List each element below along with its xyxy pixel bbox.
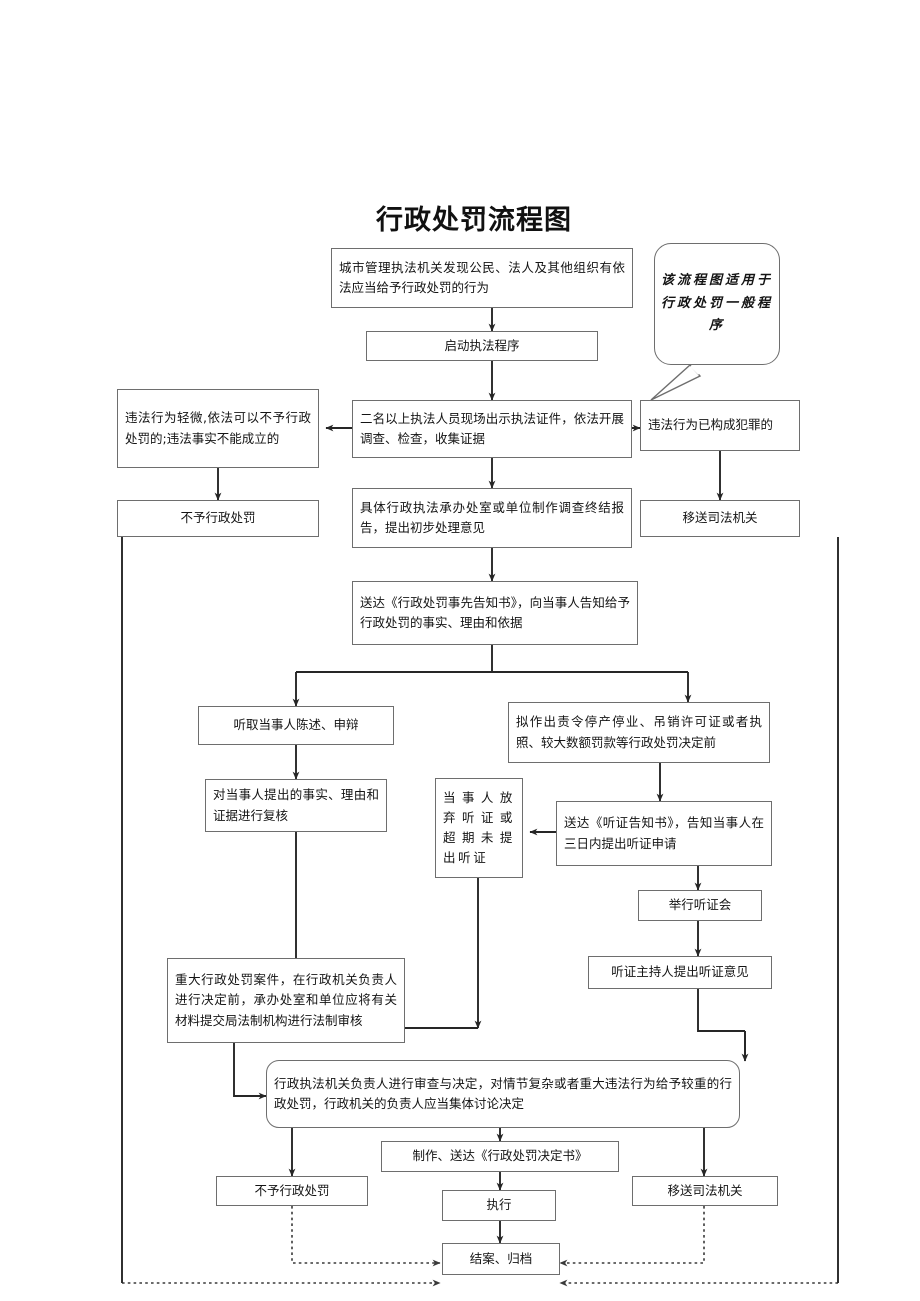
node-constitutes-crime[interactable]: 违法行为已构成犯罪的 <box>640 400 800 451</box>
node-major-case-review[interactable]: 重大行政处罚案件，在行政机关负责人进行决定前，承办处室和单位应将有关材料提交局法… <box>167 958 405 1043</box>
node-make-decision-doc-label: 制作、送达《行政处罚决定书》 <box>412 1148 588 1164</box>
node-hearing-notice[interactable]: 送达《听证告知书》，告知当事人在三日内提出听证申请 <box>556 801 772 866</box>
node-make-decision-doc[interactable]: 制作、送达《行政处罚决定书》 <box>381 1141 619 1172</box>
node-hold-hearing-label: 举行听证会 <box>668 897 732 913</box>
node-review-evidence[interactable]: 对当事人提出的事实、理由和证据进行复核 <box>205 779 387 832</box>
node-hold-hearing[interactable]: 举行听证会 <box>638 890 762 921</box>
node-no-penalty-bottom-label: 不予行政处罚 <box>254 1182 330 1198</box>
node-execute-label: 执行 <box>486 1197 512 1213</box>
node-hearing-opinion[interactable]: 听证主持人提出听证意见 <box>588 956 772 989</box>
node-transfer-judicial-bottom-label: 移送司法机关 <box>667 1182 743 1198</box>
scope-note-text: 该流程图适用于行政处罚一般程序 <box>661 272 774 334</box>
node-advance-notice[interactable]: 送达《行政处罚事先告知书》，向当事人告知给予行政处罚的事实、理由和依据 <box>352 581 638 645</box>
node-minor-violation-label: 违法行为轻微,依法可以不予行政处罚的;违法事实不能成立的 <box>125 410 311 446</box>
node-execute[interactable]: 执行 <box>442 1190 556 1221</box>
node-hear-statement[interactable]: 听取当事人陈述、申辩 <box>198 706 394 745</box>
page-title: 行政处罚流程图 <box>376 205 572 236</box>
node-final-report[interactable]: 具体行政执法承办处室或单位制作调查终结报告，提出初步处理意见 <box>352 488 632 548</box>
node-transfer-judicial-top[interactable]: 移送司法机关 <box>640 500 800 537</box>
node-before-decision[interactable]: 拟作出责令停产停业、吊销许可证或者执照、较大数额罚款等行政处罚决定前 <box>508 702 770 763</box>
node-transfer-judicial-top-label: 移送司法机关 <box>682 510 758 526</box>
node-review-evidence-label: 对当事人提出的事实、理由和证据进行复核 <box>213 787 379 823</box>
node-hear-statement-label: 听取当事人陈述、申辩 <box>233 717 359 733</box>
node-start-procedure-label: 启动执法程序 <box>444 337 520 353</box>
node-waive-hearing[interactable]: 当事人放弃听证或超期未提出听证 <box>435 778 523 878</box>
node-before-decision-label: 拟作出责令停产停业、吊销许可证或者执照、较大数额罚款等行政处罚决定前 <box>516 714 762 750</box>
node-hearing-opinion-label: 听证主持人提出听证意见 <box>611 964 749 980</box>
node-close-archive[interactable]: 结案、归档 <box>442 1243 560 1275</box>
node-hearing-notice-label: 送达《听证告知书》，告知当事人在三日内提出听证申请 <box>564 815 764 851</box>
node-no-penalty-top-label: 不予行政处罚 <box>180 510 256 526</box>
node-leader-decision-label: 行政执法机关负责人进行审查与决定，对情节复杂或者重大违法行为给予较重的行政处罚，… <box>274 1075 732 1111</box>
node-waive-hearing-label: 当事人放弃听证或超期未提出听证 <box>443 789 515 866</box>
node-no-penalty-top[interactable]: 不予行政处罚 <box>117 500 319 537</box>
node-major-case-review-label: 重大行政处罚案件，在行政机关负责人进行决定前，承办处室和单位应将有关材料提交局法… <box>175 972 397 1028</box>
node-constitutes-crime-label: 违法行为已构成犯罪的 <box>648 417 774 433</box>
node-close-archive-label: 结案、归档 <box>469 1250 533 1266</box>
node-discover[interactable]: 城市管理执法机关发现公民、法人及其他组织有依法应当给予行政处罚的行为 <box>331 248 633 308</box>
node-final-report-label: 具体行政执法承办处室或单位制作调查终结报告，提出初步处理意见 <box>360 499 624 535</box>
node-minor-violation[interactable]: 违法行为轻微,依法可以不予行政处罚的;违法事实不能成立的 <box>117 389 319 468</box>
node-transfer-judicial-bottom[interactable]: 移送司法机关 <box>632 1176 778 1206</box>
node-discover-label: 城市管理执法机关发现公民、法人及其他组织有依法应当给予行政处罚的行为 <box>339 259 625 295</box>
scope-note-bubble: 该流程图适用于行政处罚一般程序 <box>654 243 780 365</box>
node-leader-decision[interactable]: 行政执法机关负责人进行审查与决定，对情节复杂或者重大违法行为给予较重的行政处罚，… <box>266 1060 740 1128</box>
node-no-penalty-bottom[interactable]: 不予行政处罚 <box>216 1176 368 1206</box>
node-investigate-label: 二名以上执法人员现场出示执法证件，依法开展调查、检查，收集证据 <box>360 410 624 446</box>
node-start-procedure[interactable]: 启动执法程序 <box>366 331 598 361</box>
node-advance-notice-label: 送达《行政处罚事先告知书》，向当事人告知给予行政处罚的事实、理由和依据 <box>360 594 630 630</box>
node-investigate[interactable]: 二名以上执法人员现场出示执法证件，依法开展调查、检查，收集证据 <box>352 400 632 458</box>
